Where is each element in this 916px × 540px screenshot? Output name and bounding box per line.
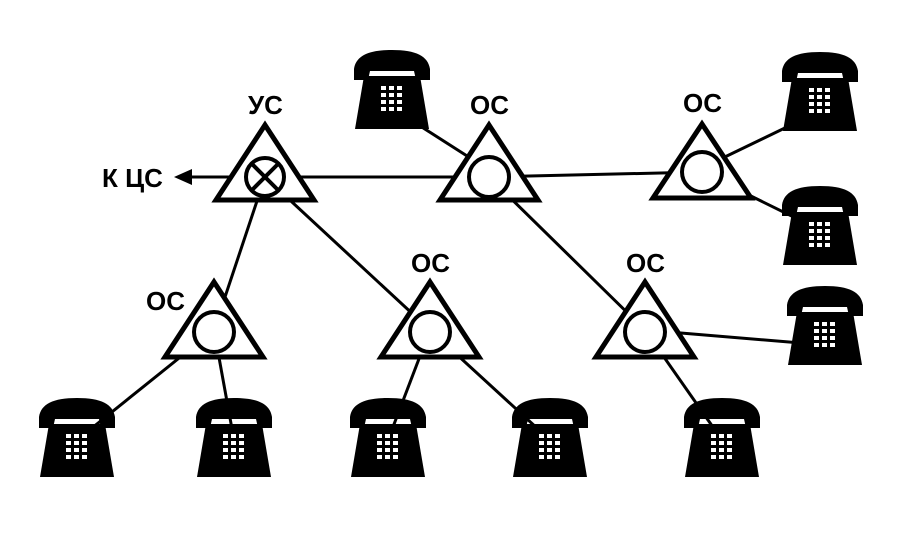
telephone-icon (39, 398, 115, 477)
telephone-icon (787, 286, 863, 365)
station-label: ОС (683, 88, 722, 118)
arrow-left-icon (174, 169, 192, 185)
station-label: ОС (626, 248, 665, 278)
station-os5: ОС (591, 248, 699, 360)
telephone-icon (684, 398, 760, 477)
hub-node: УС (211, 90, 319, 203)
telephones (39, 50, 863, 477)
telephone-icon (196, 398, 272, 477)
telephone-icon (512, 398, 588, 477)
hub-label: УС (248, 90, 283, 120)
station-os3: ОС (146, 277, 268, 360)
telephone-icon (354, 50, 430, 129)
station-os2: ОС (648, 88, 756, 201)
station-label: ОС (411, 248, 450, 278)
external-label: К ЦС (102, 163, 163, 193)
station-label: ОС (470, 90, 509, 120)
telephone-icon (350, 398, 426, 477)
telephone-icon (782, 186, 858, 265)
station-label: ОС (146, 286, 185, 316)
station-os4: ОС (376, 248, 484, 360)
telephone-icon (782, 52, 858, 131)
station-os1: ОС (435, 90, 543, 203)
